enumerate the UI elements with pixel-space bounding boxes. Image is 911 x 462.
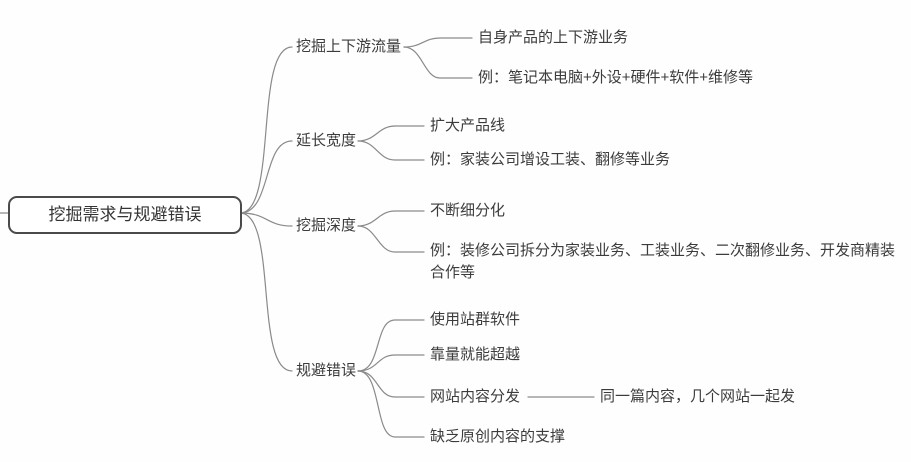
connector-b4-c3 [357,370,425,398]
branch-node-extend-width[interactable]: 延长宽度 [296,132,357,149]
leaf-node[interactable]: 靠量就能超越 [430,346,521,363]
connector-root-branch4 [239,212,293,372]
leaf-node[interactable]: 不断细分化 [430,202,506,219]
connector-b3-c1 [357,210,425,227]
connector-b4-c1 [357,319,425,372]
leaf-node-grandchild[interactable]: 同一篇内容，几个网站一起发 [600,388,796,405]
connector-b4-c2 [357,354,425,372]
leaf-node[interactable]: 网站内容分发 [430,388,521,405]
connector-root-branch3 [239,212,293,227]
connector-b4-c4 [357,370,425,438]
connector-b1-c2 [403,46,473,79]
connector-root-branch2 [239,140,293,214]
leaf-node[interactable]: 例：家装公司增设工装、翻修等业务 [430,151,671,168]
branch-node-upstream-traffic[interactable]: 挖掘上下游流量 [296,38,402,55]
branch-node-avoid-mistakes[interactable]: 规避错误 [296,362,357,379]
branch-node-mine-depth[interactable]: 挖掘深度 [296,217,357,234]
leaf-node[interactable]: 扩大产品线 [430,117,506,134]
leaf-node[interactable]: 例：装修公司拆分为家装业务、工装业务、二次翻修业务、开发商精装合作等 [430,242,896,281]
connector-b2-c1 [357,125,425,142]
connector-b2-c2 [357,140,425,161]
connector-b3-c2 [357,225,425,253]
root-node[interactable]: 挖掘需求与规避错误 [8,196,242,234]
connector-root-branch1 [239,46,293,214]
leaf-node[interactable]: 使用站群软件 [430,311,521,328]
leaf-node[interactable]: 缺乏原创内容的支撑 [430,428,566,445]
leaf-node[interactable]: 例：笔记本电脑+外设+硬件+软件+维修等 [478,69,754,86]
leaf-node[interactable]: 自身产品的上下游业务 [478,29,629,46]
connector-b1-c1 [403,37,473,48]
